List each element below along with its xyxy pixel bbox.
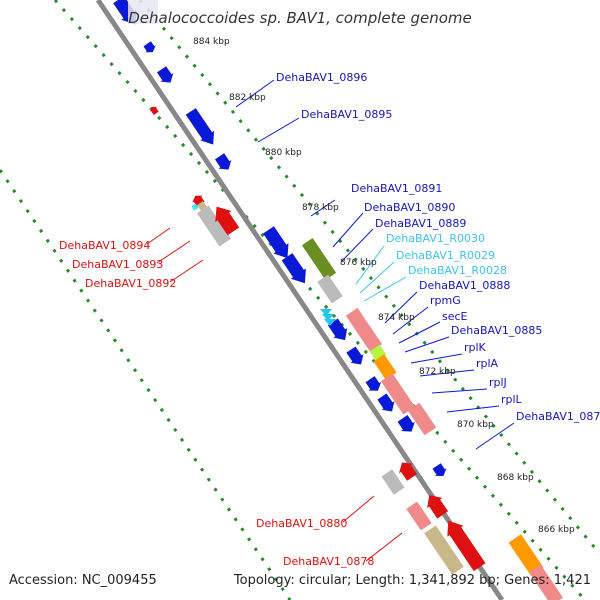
leader-line [340, 228, 374, 263]
leader-line [404, 336, 450, 353]
leader-line [359, 261, 395, 294]
gene-arrow [399, 462, 417, 481]
kbp-tick-label: 884 kbp [193, 37, 230, 47]
leader-line [365, 532, 403, 562]
leader-line [257, 117, 300, 143]
gene-arrow [185, 108, 215, 145]
kbp-tick-label: 870 kbp [457, 420, 494, 430]
gene-arrow [150, 106, 159, 115]
gene-arrow [381, 373, 415, 415]
gene-label: DehaBAV1_0891 [351, 182, 442, 195]
gene-label: DehaBAV1_R0028 [408, 264, 507, 277]
kbp-tick-label: 868 kbp [497, 473, 534, 483]
gene-arrow [373, 354, 397, 380]
topology-text: Topology: circular; Length: 1,341,892 bp… [233, 573, 591, 588]
gene-arrow [197, 201, 207, 211]
gene-label: DehaBAV1_0879 [516, 410, 600, 423]
leader-line [169, 259, 204, 283]
rrna-arrow [320, 309, 332, 316]
gene-arrow [317, 274, 343, 304]
gene-arrow [157, 66, 174, 83]
gene-arrow [345, 307, 383, 353]
gene-label: DehaBAV1_R0030 [386, 232, 485, 245]
ruler-line [0, 169, 292, 600]
kbp-tick-label: 882 kbp [229, 93, 266, 103]
kbp-tick-label: 880 kbp [265, 148, 302, 158]
gene-arrow [377, 393, 395, 412]
overlap-block [128, 0, 158, 24]
leader-line [419, 369, 475, 377]
gene-label: DehaBAV1_0889 [375, 217, 466, 230]
leader-line [398, 321, 441, 344]
gene-label: DehaBAV1_0878 [283, 555, 374, 568]
gene-arrow [424, 525, 464, 575]
leader-line [475, 422, 515, 450]
gene-label: DehaBAV1_0890 [364, 201, 455, 214]
kbp-tick-label: 874 kbp [378, 313, 415, 323]
kbp-tick-label: 872 kbp [419, 367, 456, 377]
gene-arrow [529, 564, 563, 600]
gene-features [113, 0, 563, 600]
gene-label: DehaBAV1_0892 [85, 277, 176, 290]
gene-label: rplA [476, 357, 499, 370]
gene-arrow [263, 226, 289, 259]
gene-arrow [197, 205, 231, 247]
leader-line [156, 240, 191, 264]
gene-arrow [365, 376, 382, 391]
leader-line [332, 212, 364, 248]
rrna-arrow [324, 319, 336, 326]
leader-line [410, 353, 463, 364]
gene-label: secE [442, 310, 468, 323]
kbp-tick-label: 876 kbp [340, 258, 377, 268]
gene-label: rplK [464, 341, 487, 354]
gene-label: rpmG [430, 294, 461, 307]
gene-label: DehaBAV1_0893 [72, 258, 163, 271]
gene-arrow [327, 318, 348, 341]
gene-arrow [215, 153, 232, 170]
kbp-tick-label: 878 kbp [302, 203, 339, 213]
leader-line [392, 306, 429, 335]
ruler-line [53, 0, 587, 600]
ruler-line [138, 0, 600, 555]
gene-arrow [381, 469, 405, 495]
gene-arrow [215, 206, 240, 236]
gene-arrow [346, 346, 364, 365]
accession-text: Accession: NC_009455 [9, 573, 157, 588]
gene-label: rplJ [489, 376, 507, 389]
gene-label: DehaBAV1_R0029 [396, 249, 495, 262]
gene-arrow [406, 501, 432, 531]
gene-label: rplL [501, 393, 523, 406]
gene-arrow [143, 41, 156, 53]
label-leader-lines [146, 79, 515, 562]
leader-line [342, 495, 375, 523]
gene-arrow [191, 203, 199, 211]
leader-line [384, 291, 418, 324]
gene-arrow [281, 253, 306, 284]
gene-arrow [447, 520, 486, 572]
leader-line [235, 79, 275, 108]
gene-label: DehaBAV1_0888 [419, 279, 510, 292]
gene-label: DehaBAV1_0895 [301, 108, 392, 121]
leader-line [431, 388, 488, 394]
leader-line [355, 245, 385, 285]
gene-arrow [432, 463, 447, 476]
leader-line [146, 227, 171, 245]
gene-label: DehaBAV1_0894 [59, 239, 150, 252]
gene-arrow [427, 495, 449, 519]
gene-arrow [508, 534, 544, 576]
gene-arrow [397, 415, 415, 432]
gene-arrow [407, 402, 437, 436]
gene-label: DehaBAV1_0880 [256, 517, 347, 530]
gene-label: DehaBAV1_0885 [451, 324, 542, 337]
kbp-tick-label: 866 kbp [538, 525, 575, 535]
genome-title: Dehalococcoides sp. BAV1, complete genom… [128, 9, 472, 27]
leader-line [446, 405, 500, 413]
gene-arrow [301, 238, 337, 280]
rrna-arrow [322, 314, 334, 321]
leader-line [310, 199, 336, 217]
leader-line [363, 276, 407, 302]
gene-label: DehaBAV1_0896 [276, 71, 367, 84]
